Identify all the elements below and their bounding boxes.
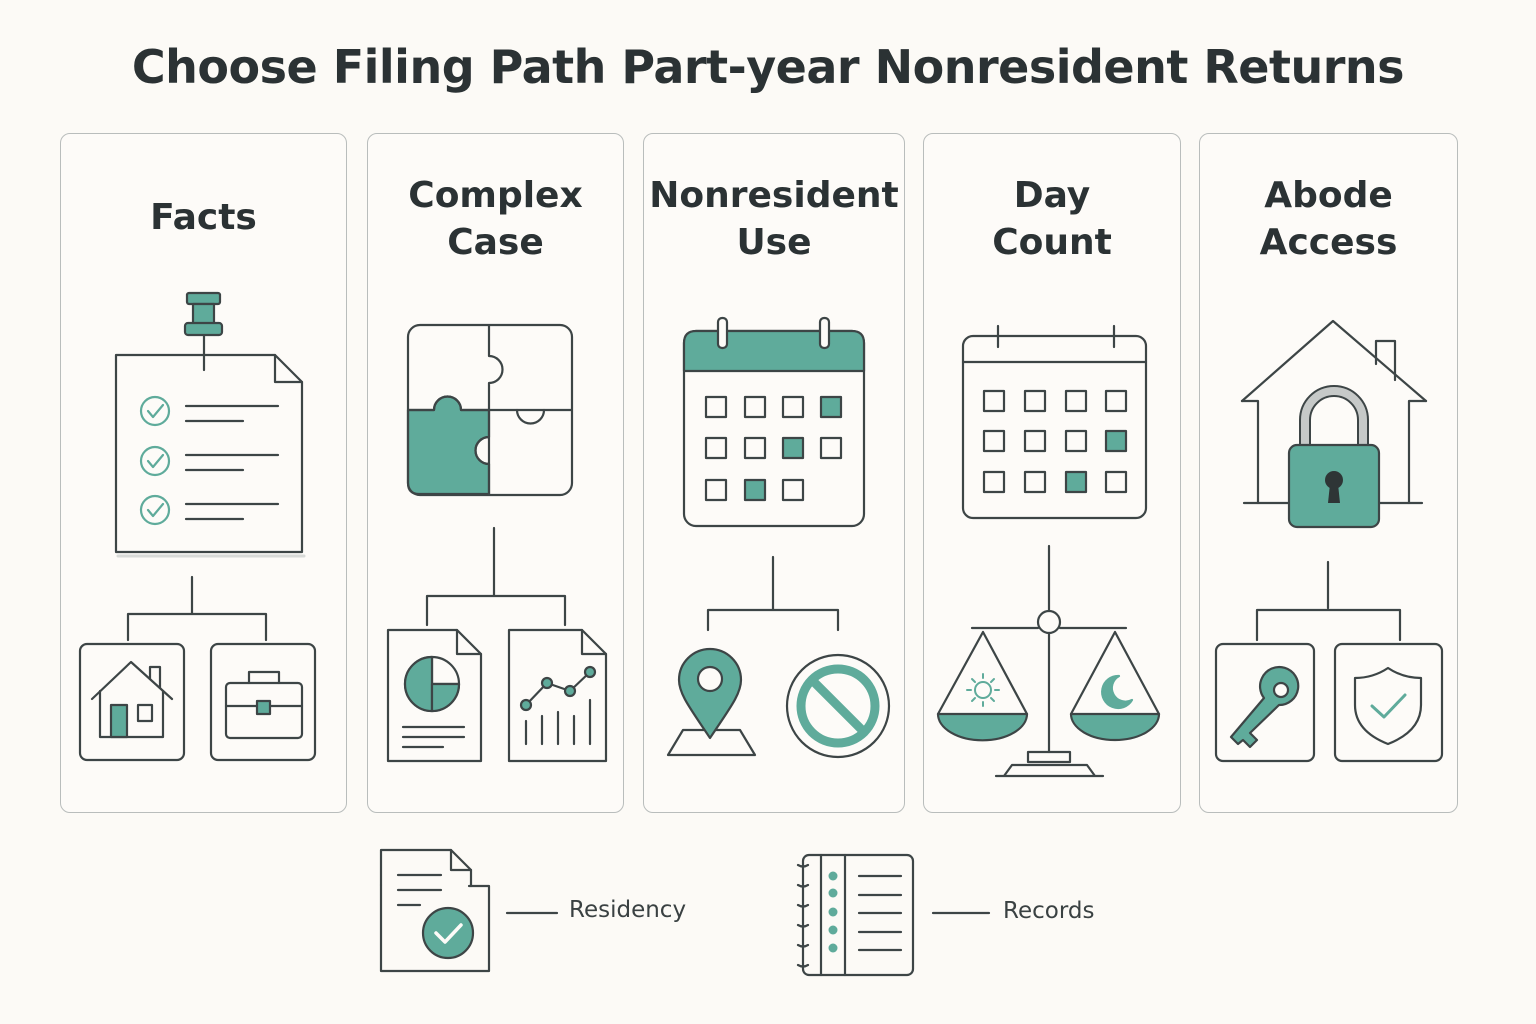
briefcase-icon (209, 642, 317, 762)
notebook-list-icon (796, 853, 915, 977)
location-pin-icon (666, 647, 757, 757)
panel-title-line: Facts (150, 197, 257, 238)
page-title: Choose Filing Path Part-year Nonresident… (131, 40, 1405, 94)
key-icon (1214, 642, 1316, 763)
moon-icon (1101, 674, 1134, 710)
panel-title: Abode Access (1200, 172, 1457, 266)
puzzle-icon (406, 323, 574, 497)
pie-chart-document-icon (386, 628, 483, 763)
prohibited-icon (785, 653, 891, 759)
panel-title: Day Count (924, 172, 1180, 266)
panel-title-line: Complex (408, 175, 583, 216)
house-lock-icon (1240, 319, 1428, 529)
calendar-icon (961, 324, 1148, 520)
pinned-checklist-icon (114, 291, 306, 558)
panel-title-line: Abode (1264, 175, 1393, 216)
panel-title: Facts (61, 194, 346, 241)
legend-label-residency: Residency (569, 897, 687, 923)
balance-scale-icon (936, 544, 1161, 778)
branch-connector (126, 575, 268, 642)
sun-icon (966, 673, 1000, 707)
panel-title-line: Count (992, 222, 1112, 263)
panel-title-line: Access (1259, 222, 1398, 263)
line-chart-document-icon (507, 628, 608, 763)
panel-title-line: Case (447, 222, 544, 263)
calendar-icon (682, 316, 866, 528)
panel-day-count: Day Count (923, 133, 1181, 813)
shield-check-icon (1333, 642, 1444, 763)
panel-title-line: Use (736, 222, 812, 263)
panel-title: Nonresident Use (644, 172, 904, 266)
house-icon (78, 642, 186, 762)
panel-title-line: Nonresident (649, 175, 899, 216)
document-check-icon (379, 848, 491, 973)
branch-connector (1255, 560, 1402, 642)
legend-label-records: Records (1003, 898, 1095, 924)
panel-title-line: Day (1013, 175, 1091, 216)
panel-title: Complex Case (368, 172, 623, 266)
branch-connector (425, 526, 567, 627)
branch-connector (706, 555, 840, 632)
